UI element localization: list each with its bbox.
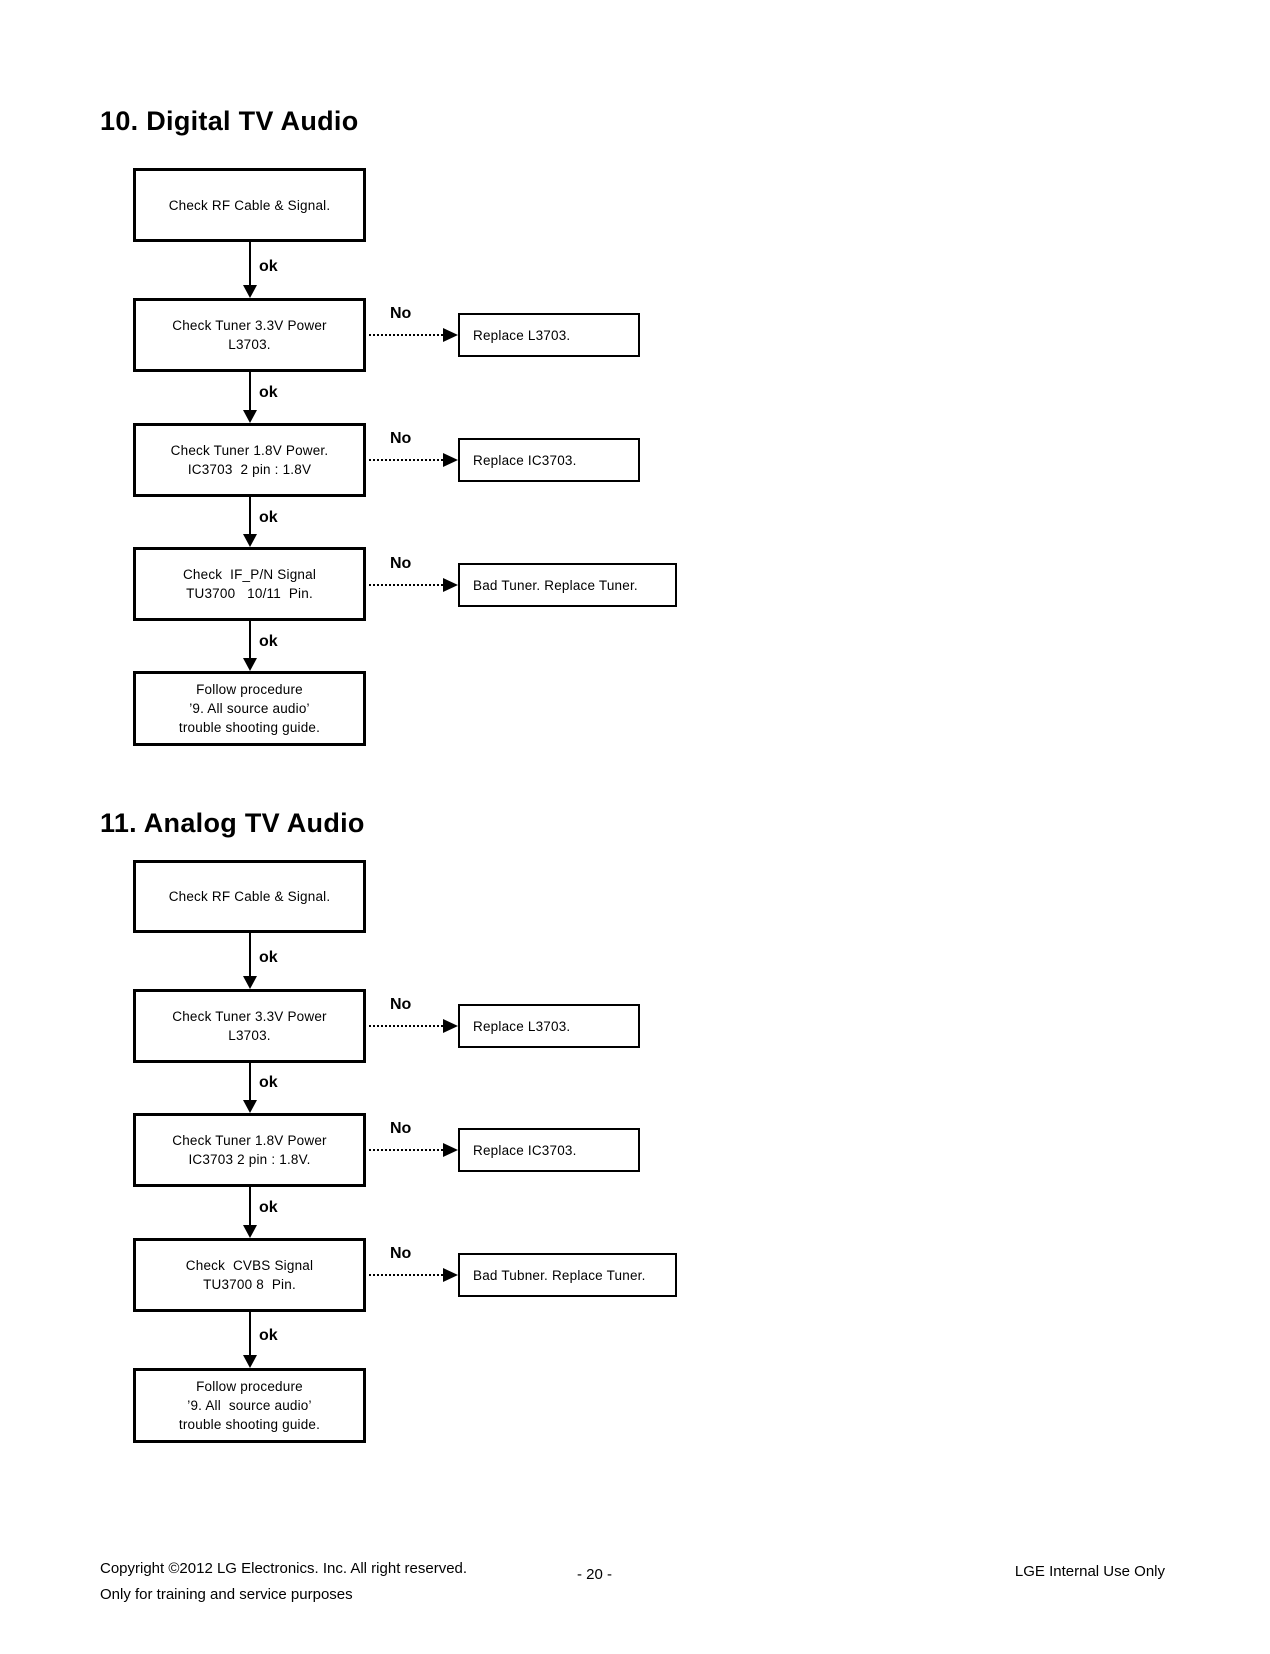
- action-text: Replace IC3703.: [473, 452, 577, 468]
- flow10-step-check-ifpn-signal: Check IF_P/N Signal TU3700 10/11 Pin.: [133, 547, 366, 621]
- down-arrow-head-icon: [243, 1100, 257, 1113]
- down-arrow-head-icon: [243, 410, 257, 423]
- section-10-title: 10. Digital TV Audio: [100, 106, 359, 136]
- ok-label: ok: [259, 1199, 278, 1216]
- action-text: Replace L3703.: [473, 1018, 571, 1034]
- flow11-step-check-1v8-power: Check Tuner 1.8V Power IC3703 2 pin : 1.…: [133, 1113, 366, 1187]
- ok-label: ok: [259, 949, 278, 966]
- action-text: Bad Tubner. Replace Tuner.: [473, 1267, 646, 1283]
- flow10-action-replace-tuner: Bad Tuner. Replace Tuner.: [458, 563, 677, 607]
- down-arrow-head-icon: [243, 534, 257, 547]
- ok-label: ok: [259, 258, 278, 275]
- flow10-step-check-rf: Check RF Cable & Signal.: [133, 168, 366, 242]
- action-text: Replace IC3703.: [473, 1142, 577, 1158]
- down-arrow-line: [249, 1063, 251, 1100]
- no-label: No: [390, 996, 412, 1013]
- flow-step-text: Check RF Cable & Signal.: [168, 197, 331, 213]
- down-arrow-head-icon: [243, 976, 257, 989]
- flow-step-text: Check CVBS Signal TU3700 8 Pin.: [185, 1258, 314, 1292]
- ok-label: ok: [259, 509, 278, 526]
- flow11-step-check-cvbs-signal: Check CVBS Signal TU3700 8 Pin.: [133, 1238, 366, 1312]
- action-text: Bad Tuner. Replace Tuner.: [473, 577, 638, 593]
- flow11-step-follow-procedure: Follow procedure ’9. All source audio’ t…: [133, 1368, 366, 1443]
- flow10-action-replace-l3703: Replace L3703.: [458, 313, 640, 357]
- dotted-arrow-head-icon: [443, 1019, 458, 1033]
- flow11-action-replace-l3703: Replace L3703.: [458, 1004, 640, 1048]
- flow-step-text: Check Tuner 3.3V Power L3703.: [172, 1009, 327, 1043]
- flow-step-text: Check Tuner 1.8V Power IC3703 2 pin : 1.…: [172, 1133, 327, 1167]
- dotted-arrow-line: [369, 334, 443, 336]
- footer-copyright-line2: Only for training and service purposes: [100, 1586, 353, 1603]
- down-arrow-head-icon: [243, 1355, 257, 1368]
- dotted-arrow-head-icon: [443, 328, 458, 342]
- flow-step-text: Follow procedure ’9. All source audio’ t…: [178, 682, 321, 735]
- flow11-action-replace-ic3703: Replace IC3703.: [458, 1128, 640, 1172]
- flow-step-text: Check Tuner 3.3V Power L3703.: [172, 318, 327, 352]
- dotted-arrow-line: [369, 1274, 443, 1276]
- dotted-arrow-head-icon: [443, 1143, 458, 1157]
- action-text: Replace L3703.: [473, 327, 571, 343]
- down-arrow-line: [249, 372, 251, 410]
- down-arrow-line: [249, 497, 251, 534]
- down-arrow-line: [249, 621, 251, 658]
- flow-step-text: Check IF_P/N Signal TU3700 10/11 Pin.: [182, 567, 317, 601]
- dotted-arrow-line: [369, 584, 443, 586]
- dotted-arrow-line: [369, 1025, 443, 1027]
- dotted-arrow-head-icon: [443, 578, 458, 592]
- footer-copyright-line1: Copyright ©2012 LG Electronics. Inc. All…: [100, 1560, 468, 1577]
- flow11-step-check-3v3-power: Check Tuner 3.3V Power L3703.: [133, 989, 366, 1063]
- down-arrow-line: [249, 242, 251, 285]
- down-arrow-head-icon: [243, 658, 257, 671]
- flow10-action-replace-ic3703: Replace IC3703.: [458, 438, 640, 482]
- no-label: No: [390, 555, 412, 572]
- flow10-step-check-3v3-power: Check Tuner 3.3V Power L3703.: [133, 298, 366, 372]
- no-label: No: [390, 1245, 412, 1262]
- flow11-step-check-rf: Check RF Cable & Signal.: [133, 860, 366, 933]
- ok-label: ok: [259, 1074, 278, 1091]
- flow10-step-follow-procedure: Follow procedure ’9. All source audio’ t…: [133, 671, 366, 746]
- flow-step-text: Check RF Cable & Signal.: [168, 889, 331, 904]
- dotted-arrow-head-icon: [443, 453, 458, 467]
- ok-label: ok: [259, 384, 278, 401]
- down-arrow-head-icon: [243, 1225, 257, 1238]
- dotted-arrow-line: [369, 459, 443, 461]
- flow-step-text: Follow procedure ’9. All source audio’ t…: [178, 1379, 321, 1432]
- down-arrow-head-icon: [243, 285, 257, 298]
- down-arrow-line: [249, 1312, 251, 1355]
- footer-classification: LGE Internal Use Only: [1014, 1563, 1165, 1580]
- footer-page-number: - 20 -: [577, 1566, 613, 1583]
- flow-step-text: Check Tuner 1.8V Power. IC3703 2 pin : 1…: [170, 443, 329, 477]
- flow11-action-replace-tuner: Bad Tubner. Replace Tuner.: [458, 1253, 677, 1297]
- section-11-title: 11. Analog TV Audio: [100, 808, 365, 838]
- ok-label: ok: [259, 1327, 278, 1344]
- down-arrow-line: [249, 933, 251, 976]
- dotted-arrow-line: [369, 1149, 443, 1151]
- no-label: No: [390, 305, 412, 322]
- flow10-step-check-1v8-power: Check Tuner 1.8V Power. IC3703 2 pin : 1…: [133, 423, 366, 497]
- no-label: No: [390, 430, 412, 447]
- ok-label: ok: [259, 633, 278, 650]
- no-label: No: [390, 1120, 412, 1137]
- dotted-arrow-head-icon: [443, 1268, 458, 1282]
- down-arrow-line: [249, 1187, 251, 1225]
